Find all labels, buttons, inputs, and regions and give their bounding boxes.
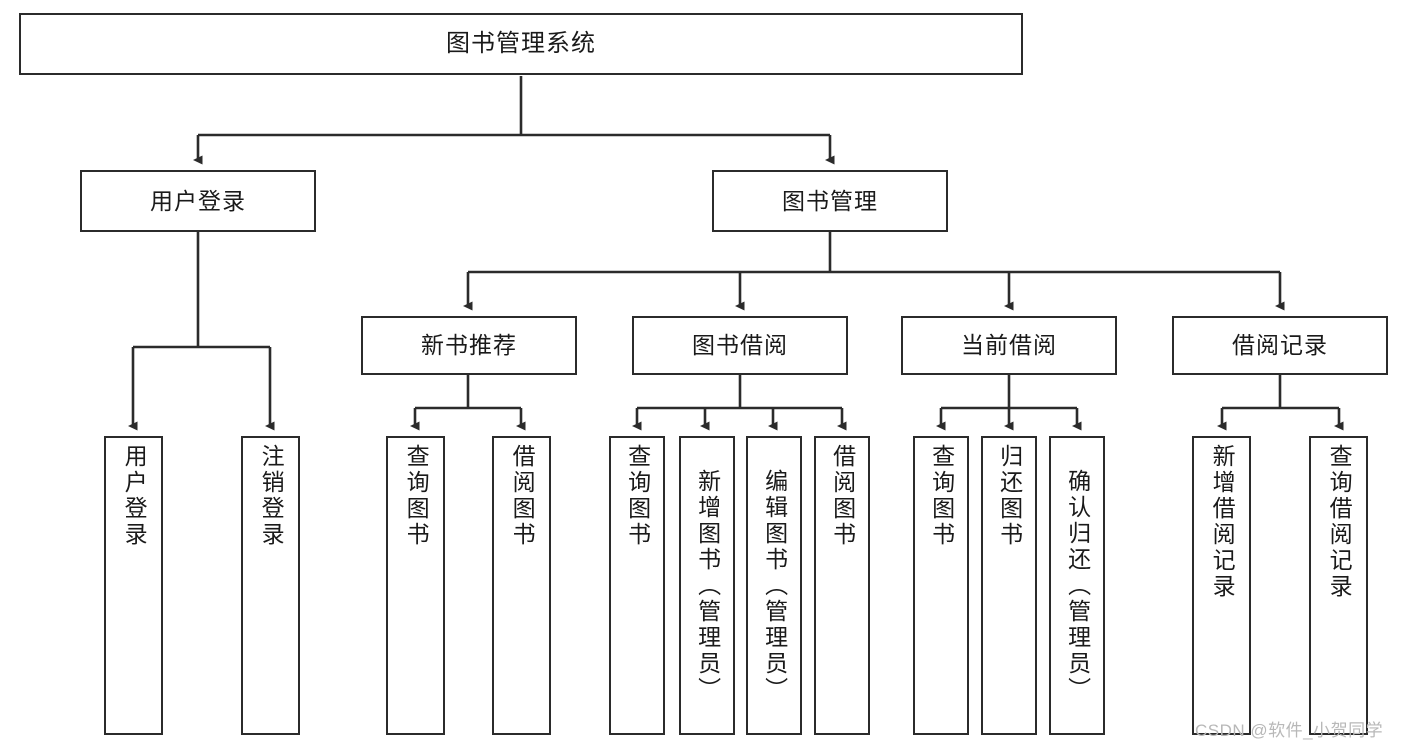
node-label: 查询图书 xyxy=(624,444,651,548)
node-new-book-recommend[interactable]: 新书推荐 xyxy=(361,316,577,375)
leaf-user-login-logout[interactable]: 注销登录 xyxy=(241,436,300,735)
leaf-new-book-query-book[interactable]: 查询图书 xyxy=(386,436,445,735)
node-label: 用户登录 xyxy=(150,187,246,214)
node-current-borrow[interactable]: 当前借阅 xyxy=(901,316,1117,375)
node-label: 借阅图书 xyxy=(509,444,536,548)
node-label: 借阅图书 xyxy=(829,444,856,548)
node-label: 图书管理 xyxy=(782,187,878,214)
node-label: 查询图书 xyxy=(928,444,955,548)
leaf-book-borrow-edit-book-admin[interactable]: 编辑图书（管理员） xyxy=(746,436,802,735)
node-root-book-management-system[interactable]: 图书管理系统 xyxy=(19,13,1023,75)
leaf-book-borrow-borrow-book[interactable]: 借阅图书 xyxy=(814,436,870,735)
node-book-management[interactable]: 图书管理 xyxy=(712,170,948,232)
leaf-borrow-record-query-record[interactable]: 查询借阅记录 xyxy=(1309,436,1368,735)
leaf-borrow-record-add-record[interactable]: 新增借阅记录 xyxy=(1192,436,1251,735)
node-label: 确认归还（管理员） xyxy=(1064,468,1091,703)
leaf-new-book-borrow-book[interactable]: 借阅图书 xyxy=(492,436,551,735)
node-user-login[interactable]: 用户登录 xyxy=(80,170,316,232)
node-label: 借阅记录 xyxy=(1232,332,1328,359)
node-label: 用户登录 xyxy=(121,444,148,548)
watermark-text: CSDN @软件_小贺同学 xyxy=(1195,721,1384,740)
leaf-user-login-login[interactable]: 用户登录 xyxy=(104,436,163,735)
node-borrow-record[interactable]: 借阅记录 xyxy=(1172,316,1388,375)
node-label: 注销登录 xyxy=(258,444,285,548)
leaf-book-borrow-add-book-admin[interactable]: 新增图书（管理员） xyxy=(679,436,735,735)
node-label: 查询图书 xyxy=(403,444,430,548)
node-label: 图书管理系统 xyxy=(446,30,596,58)
node-label: 图书借阅 xyxy=(692,332,788,359)
node-book-borrow[interactable]: 图书借阅 xyxy=(632,316,848,375)
leaf-book-borrow-query-book[interactable]: 查询图书 xyxy=(609,436,665,735)
node-label: 新增借阅记录 xyxy=(1209,444,1236,600)
node-label: 查询借阅记录 xyxy=(1326,444,1353,600)
node-label: 编辑图书（管理员） xyxy=(761,468,788,703)
leaf-current-borrow-query-book[interactable]: 查询图书 xyxy=(913,436,969,735)
leaf-current-borrow-return-book[interactable]: 归还图书 xyxy=(981,436,1037,735)
node-label: 当前借阅 xyxy=(961,332,1057,359)
node-label: 归还图书 xyxy=(996,444,1023,548)
node-label: 新增图书（管理员） xyxy=(694,468,721,703)
node-label: 新书推荐 xyxy=(421,332,517,359)
leaf-current-borrow-confirm-return-admin[interactable]: 确认归还（管理员） xyxy=(1049,436,1105,735)
